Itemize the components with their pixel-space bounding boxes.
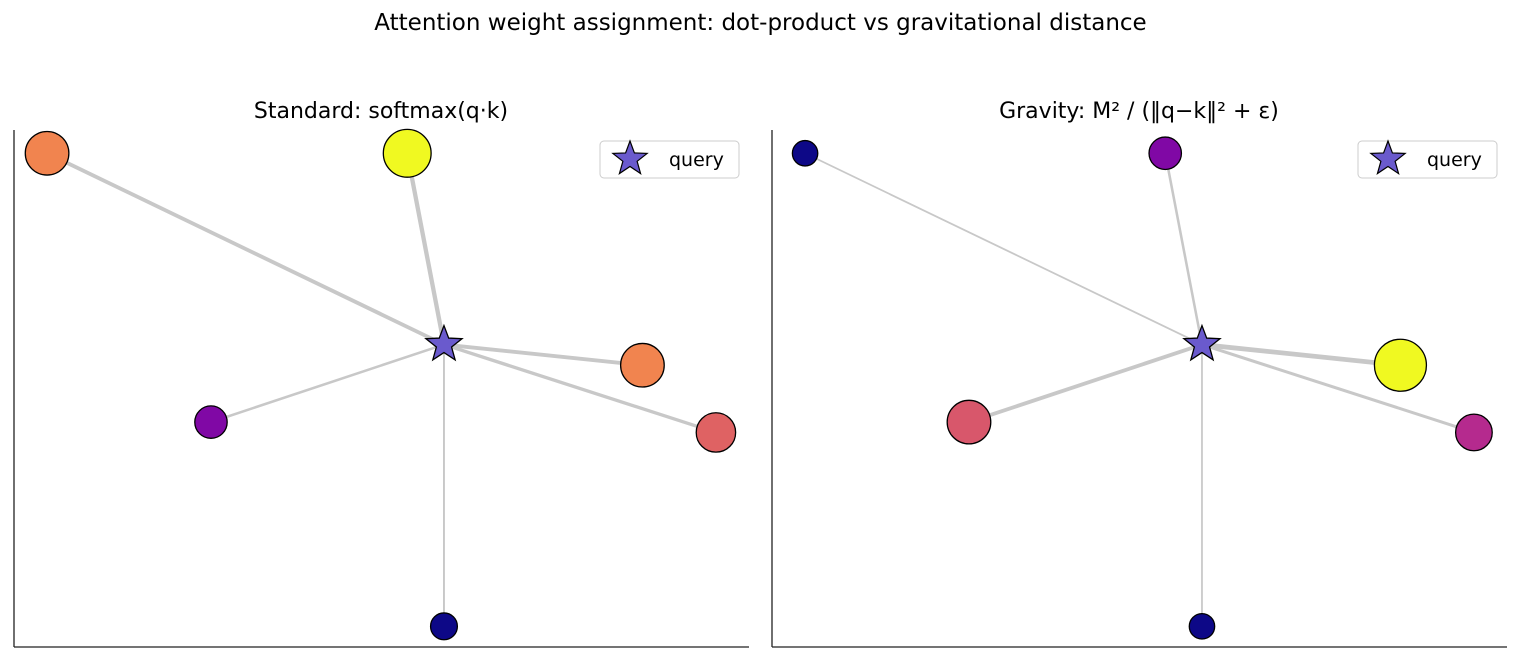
key-point-0 <box>24 130 70 176</box>
legend-star-icon <box>1369 139 1407 175</box>
attention-line-0 <box>804 152 1203 346</box>
attention-line-2 <box>1199 342 1403 368</box>
panel-gravity: Gravity: M² / (‖q−k‖² + ε) query <box>771 99 1507 648</box>
panel-standard: Standard: softmax(q·k) query <box>13 99 749 648</box>
panel-title-standard: Standard: softmax(q·k) <box>254 99 508 124</box>
key-point-5 <box>1188 612 1216 640</box>
query-marker <box>424 323 464 362</box>
key-point-4 <box>695 412 737 453</box>
attention-line-4 <box>442 342 718 435</box>
key-point-3 <box>946 399 992 445</box>
legend-star-icon <box>611 139 649 175</box>
attention-line-4 <box>1200 343 1476 434</box>
key-point-1 <box>1148 136 1183 171</box>
key-point-3 <box>194 405 228 439</box>
panel-title-gravity: Gravity: M² / (‖q−k‖² + ε) <box>999 99 1279 124</box>
key-point-2 <box>619 342 665 388</box>
attention-lines <box>804 151 1476 628</box>
attention-line-1 <box>1163 151 1204 346</box>
attention-lines <box>45 151 718 628</box>
legend: query <box>1357 139 1498 179</box>
legend-label-query: query <box>669 149 724 171</box>
attention-line-1 <box>405 151 447 347</box>
attention-line-2 <box>442 342 645 368</box>
query-star-icon <box>1182 323 1222 362</box>
attention-line-3 <box>209 343 446 424</box>
key-point-0 <box>791 139 819 167</box>
key-point-1 <box>382 128 432 178</box>
attention-line-0 <box>45 151 446 347</box>
key-point-5 <box>429 612 459 641</box>
query-marker <box>1182 323 1222 362</box>
key-points <box>24 128 737 641</box>
key-point-4 <box>1454 413 1493 452</box>
legend-label-query: query <box>1427 149 1482 171</box>
legend: query <box>599 139 740 179</box>
key-points <box>791 136 1493 640</box>
query-star-icon <box>424 323 464 362</box>
figure-title: Attention weight assignment: dot-product… <box>374 10 1147 36</box>
key-point-2 <box>1373 338 1428 392</box>
attention-line-3 <box>967 342 1204 425</box>
